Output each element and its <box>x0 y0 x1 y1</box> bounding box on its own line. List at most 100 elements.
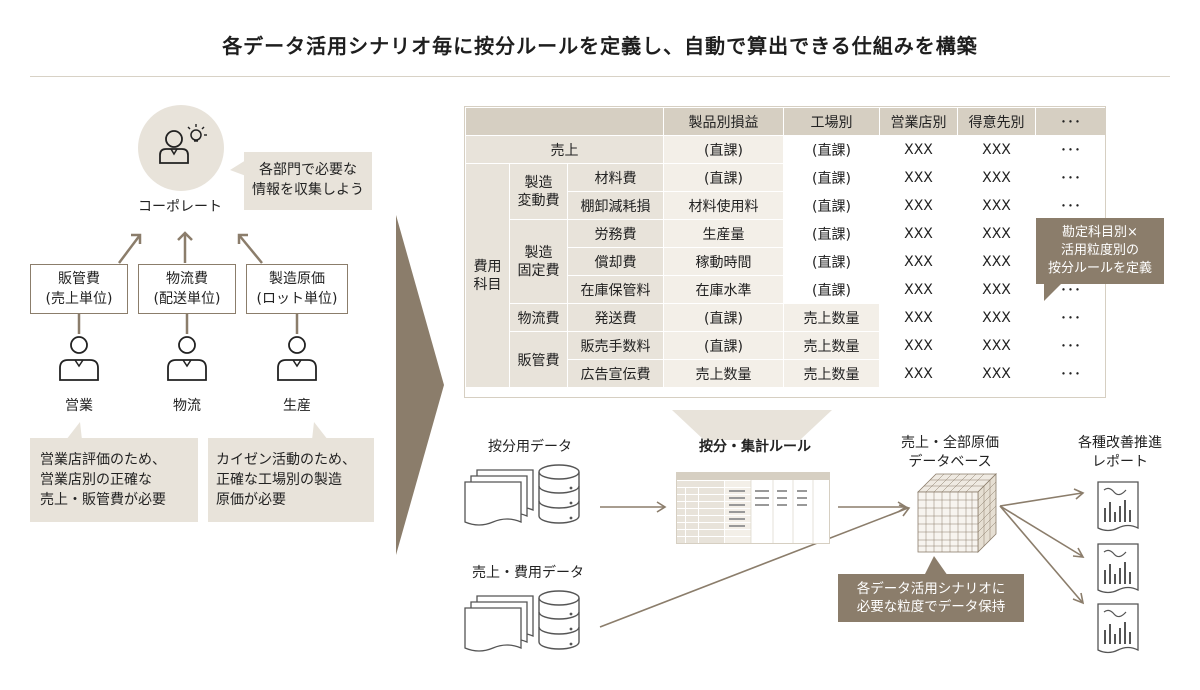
group-label-mfg-variable: 製造 変動費 <box>509 163 568 220</box>
db-callout-pointer <box>924 556 948 576</box>
person-icon-production <box>277 336 317 381</box>
item-label: 材料費 <box>566 163 665 192</box>
table-cell: 売上数量 <box>783 303 881 332</box>
box-sga-line1: 販管費 <box>58 271 100 287</box>
arrows-to-corporate <box>118 231 263 264</box>
table-cell: (直課) <box>783 191 881 220</box>
callout-pointer <box>1044 283 1062 301</box>
item-label: 発送費 <box>566 303 665 332</box>
table-cell: XXX <box>957 219 1037 248</box>
item-label: 販売手数料 <box>566 331 665 360</box>
table-cell: (直課) <box>783 163 881 192</box>
box-manufacturing-line1: 製造原価 <box>269 271 325 287</box>
box-logistics-line1: 物流費 <box>166 271 208 287</box>
table-cell: XXX <box>957 331 1037 360</box>
bubble-pointer-sales <box>66 422 82 440</box>
table-cell: 売上数量 <box>663 359 785 388</box>
documents-icon <box>464 595 534 652</box>
label-alloc-data: 按分用データ <box>488 439 572 455</box>
box-sga-line2: (売上単位) <box>45 291 113 307</box>
table-row: 広告宣伝費 売上数量 売上数量 XXX XXX ･･･ <box>466 359 1107 388</box>
table-cell: (直課) <box>783 219 881 248</box>
table-cell: ･･･ <box>1035 135 1107 164</box>
table-header-row: 製品別損益 工場別 営業店別 得意先別 ･･･ <box>464 107 1107 136</box>
page-title: 各データ活用シナリオ毎に按分ルールを定義し、自動で算出できる仕組みを構築 <box>222 34 978 58</box>
chevron-divider-icon <box>396 215 444 555</box>
table-cell: XXX <box>957 135 1037 164</box>
table-cell: XXX <box>879 275 959 304</box>
col-header-customer: 得意先別 <box>957 107 1037 136</box>
table-cell: ･･･ <box>1035 331 1107 360</box>
bubble-pointer-production <box>312 422 328 440</box>
title-divider <box>30 76 1170 77</box>
table-cell: XXX <box>957 275 1037 304</box>
label-reports: 各種改善推進 レポート <box>1078 435 1162 470</box>
table-cell: 売上数量 <box>783 359 881 388</box>
col-header-factory: 工場別 <box>783 107 881 136</box>
table-cell: XXX <box>957 359 1037 388</box>
item-label: 労務費 <box>566 219 665 248</box>
table-cell: XXX <box>879 163 959 192</box>
box-logistics: 物流費 (配送単位) <box>138 264 236 314</box>
table-cell: XXX <box>879 219 959 248</box>
table-cell: ･･･ <box>1035 163 1107 192</box>
table-cell: 売上数量 <box>783 331 881 360</box>
table-cell: 生産量 <box>663 219 785 248</box>
person-label-logistics: 物流 <box>173 398 201 414</box>
table-cell: (直課) <box>663 331 785 360</box>
report-icon <box>1097 603 1139 654</box>
table-row: 販管費 販売手数料 (直課) 売上数量 XXX XXX ･･･ <box>466 331 1107 388</box>
table-cell: XXX <box>879 191 959 220</box>
label-rule: 按分・集計ルール <box>699 439 811 455</box>
allocation-table: 製品別損益 工場別 営業店別 得意先別 ･･･ 売上 (直課) (直課) XXX… <box>464 107 1107 388</box>
table-cell: XXX <box>957 247 1037 276</box>
group-label-logistics: 物流費 <box>509 303 568 332</box>
box-sga: 販管費 (売上単位) <box>30 264 128 314</box>
box-logistics-line2: (配送単位) <box>153 291 221 307</box>
report-icon <box>1097 543 1139 594</box>
table-cell: (直課) <box>663 163 785 192</box>
table-cell: (直課) <box>783 275 881 304</box>
mini-rule-table <box>676 472 830 544</box>
corporate-label: コーポレート <box>138 199 222 215</box>
item-label: 棚卸減耗損 <box>566 191 665 220</box>
group-label-mfg-fixed: 製造 固定費 <box>509 219 568 304</box>
box-connectors <box>77 314 299 334</box>
table-cell: XXX <box>879 359 959 388</box>
table-cell: XXX <box>957 303 1037 332</box>
speech-bubble-production: カイゼン活動のため、 正確な工場別の製造 原価が必要 <box>208 438 374 522</box>
table-cell: (直課) <box>783 135 881 164</box>
box-manufacturing: 製造原価 (ロット単位) <box>246 264 348 314</box>
table-callout: 勘定科目別× 活用粒度別の 按分ルールを定義 <box>1036 218 1164 284</box>
report-icon <box>1097 481 1139 532</box>
table-cell: XXX <box>879 303 959 332</box>
documents-icon <box>464 469 534 526</box>
table-cell: XXX <box>879 331 959 360</box>
table-cell: XXX <box>879 135 959 164</box>
speech-bubble-sales: 営業店評価のため、 営業店別の正確な 売上・販管費が必要 <box>30 438 198 522</box>
corporate-speech-bubble: 各部門で必要な 情報を収集しよう <box>244 152 372 210</box>
table-cell: ･･･ <box>1035 303 1107 332</box>
label-database: 売上・全部原価 データベース <box>901 435 999 470</box>
table-cell: 材料使用料 <box>663 191 785 220</box>
table-cell: 在庫水準 <box>663 275 785 304</box>
group-label-sga: 販管費 <box>509 331 568 388</box>
corporate-person-idea-icon <box>138 105 224 191</box>
funnel-shape <box>672 410 832 440</box>
person-icon-sales <box>59 336 99 381</box>
database-icon <box>538 464 580 524</box>
table-row: 費用 科目 製造 変動費 材料費 (直課) (直課) XXX XXX ･･･ <box>465 163 1107 388</box>
database-callout: 各データ活用シナリオに 必要な粒度でデータ保持 <box>838 574 1024 622</box>
person-icon-logistics <box>167 336 207 381</box>
bubble-pointer <box>230 160 246 176</box>
table-corner-cell <box>464 107 665 136</box>
table-cell: XXX <box>957 163 1037 192</box>
box-manufacturing-line2: (ロット単位) <box>256 291 338 307</box>
item-label: 在庫保管料 <box>566 275 665 304</box>
table-cell: (直課) <box>663 135 785 164</box>
table-row: 棚卸減耗損 材料使用料 (直課) XXX XXX ･･･ <box>466 191 1107 220</box>
table-cell: ･･･ <box>1035 359 1107 388</box>
database-icon <box>538 590 580 650</box>
col-header-branch: 営業店別 <box>879 107 959 136</box>
